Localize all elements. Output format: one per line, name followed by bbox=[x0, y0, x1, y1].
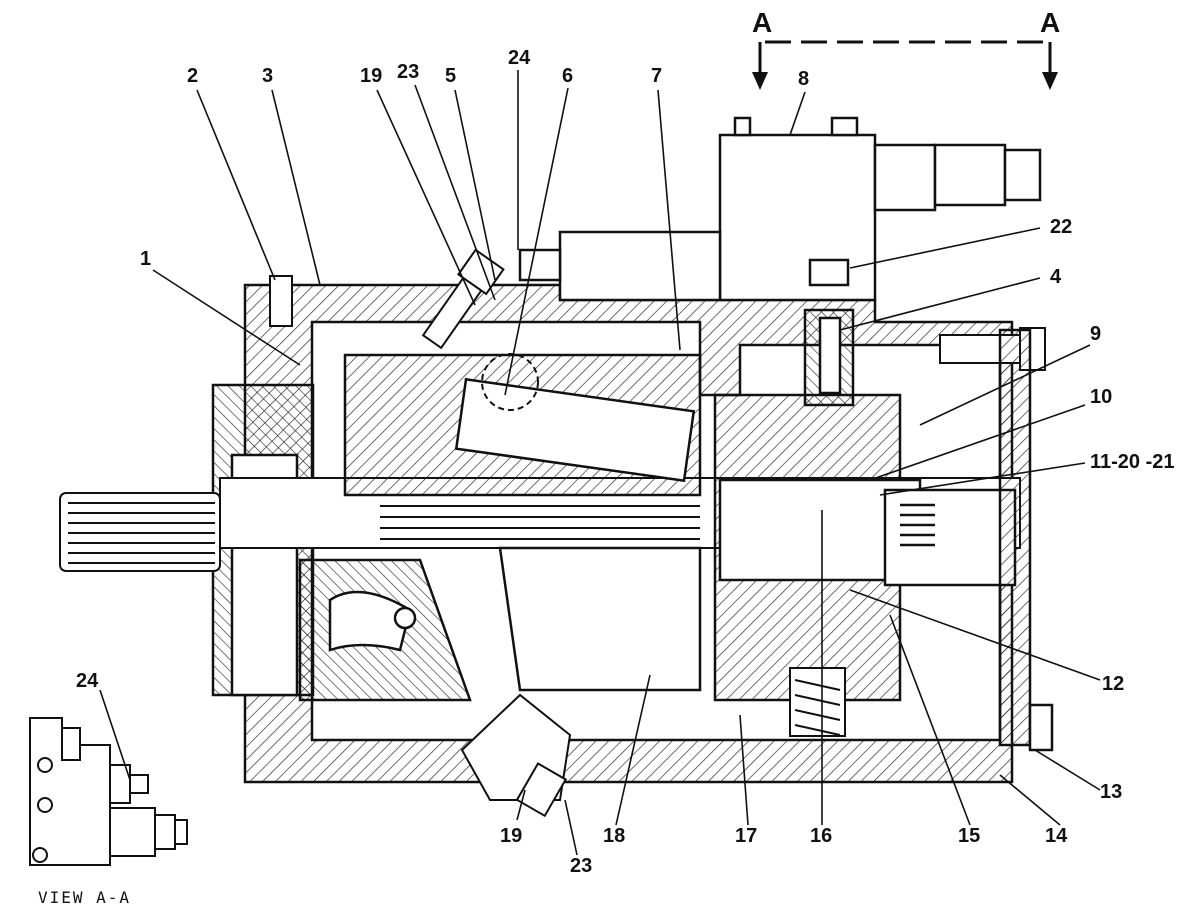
detail-circle bbox=[481, 353, 539, 411]
callout-1: 1 bbox=[140, 248, 151, 270]
callout-3: 3 bbox=[262, 65, 273, 87]
callout-19-top: 19 bbox=[360, 65, 382, 87]
view-a-a-inset bbox=[29, 717, 188, 866]
callout-23-bottom: 23 bbox=[570, 855, 592, 877]
callout-6: 6 bbox=[562, 65, 573, 87]
callout-4: 4 bbox=[1050, 266, 1062, 288]
control-valve bbox=[518, 116, 1042, 302]
callout-24-top: 24 bbox=[508, 47, 531, 69]
callout-13: 13 bbox=[1100, 781, 1122, 803]
callout-18: 18 bbox=[603, 825, 625, 847]
callout-19-bottom: 19 bbox=[500, 825, 522, 847]
callout-22: 22 bbox=[1050, 216, 1072, 238]
callout-11-20-21: 11-20 -21 bbox=[1090, 451, 1175, 473]
section-letter-left: A bbox=[752, 7, 772, 38]
callout-8: 8 bbox=[798, 68, 809, 90]
callout-2: 2 bbox=[187, 65, 198, 87]
callout-9: 9 bbox=[1090, 323, 1101, 345]
callout-5: 5 bbox=[445, 65, 456, 87]
adjust-screw bbox=[803, 258, 855, 407]
callout-7: 7 bbox=[651, 65, 662, 87]
port-plate bbox=[713, 393, 1017, 702]
callout-23-top: 23 bbox=[397, 61, 419, 83]
swash-plate bbox=[298, 558, 472, 702]
callout-12: 12 bbox=[1102, 673, 1124, 695]
spring bbox=[789, 667, 846, 737]
callout-10: 10 bbox=[1090, 386, 1112, 408]
end-cap bbox=[998, 328, 1054, 752]
section-line-a-a bbox=[752, 40, 1058, 90]
callout-16: 16 bbox=[810, 825, 832, 847]
cylinder-block bbox=[343, 353, 702, 692]
callout-24-inset: 24 bbox=[76, 670, 99, 692]
leader-lines bbox=[99, 70, 1101, 856]
callout-17: 17 bbox=[735, 825, 757, 847]
section-letter-right: A bbox=[1040, 7, 1060, 38]
bottom-bolt bbox=[460, 693, 572, 818]
callout-14: 14 bbox=[1045, 825, 1068, 847]
callout-15: 15 bbox=[958, 825, 980, 847]
view-a-a-label: VIEW A-A bbox=[38, 888, 131, 907]
